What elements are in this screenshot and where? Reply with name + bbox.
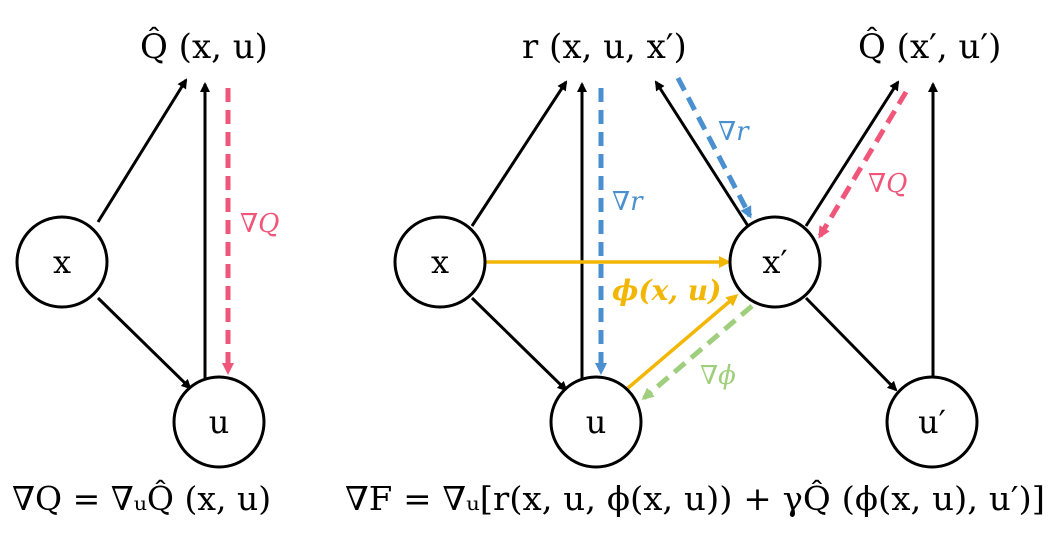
node-x-prime-label: x′ bbox=[762, 243, 787, 281]
node-u-prime-label: u′ bbox=[918, 403, 946, 441]
node-u-right bbox=[549, 375, 643, 469]
edge-xprime-to-uprime bbox=[804, 296, 898, 392]
grad-phi-arrow bbox=[641, 304, 754, 400]
right-diagram: r (x, u, x′) Q̂ (x′, u′) ϕ(x, u) ∇r ∇r ∇… bbox=[345, 26, 1045, 518]
r-term: r (x, u, x′) bbox=[522, 27, 687, 67]
node-u-left-label: u bbox=[209, 403, 230, 441]
node-u-prime bbox=[885, 375, 979, 469]
edge-x-to-u-left bbox=[96, 296, 192, 390]
node-u-left bbox=[172, 375, 266, 469]
node-u-right-label: u bbox=[586, 403, 607, 441]
edge-xprime-to-r bbox=[654, 80, 750, 227]
node-x-left-label: x bbox=[53, 243, 71, 281]
node-x-left bbox=[15, 215, 109, 309]
grad-r-vertical-label: ∇r bbox=[612, 187, 644, 217]
edge-xprime-to-q-right bbox=[804, 80, 900, 227]
equation-right: ∇F = ∇ᵤ[r(x, u, ϕ(x, u)) + γQ̂ (ϕ(x, u),… bbox=[345, 478, 1045, 518]
q-hat-left-term: Q̂ (x, u) bbox=[140, 26, 268, 67]
grad-q-right-label: ∇Q bbox=[868, 169, 907, 199]
equation-left: ∇Q = ∇ᵤQ̂ (x, u) bbox=[12, 478, 271, 518]
left-diagram: Q̂ (x, u) ∇Q x u ∇Q = ∇ᵤQ̂ (x, u) bbox=[12, 26, 279, 518]
node-x-prime bbox=[728, 215, 822, 309]
node-x-right bbox=[393, 215, 487, 309]
transition-u-to-xprime bbox=[626, 294, 739, 390]
q-hat-right-term: Q̂ (x′, u′) bbox=[858, 26, 1001, 67]
grad-q-left-label: ∇Q bbox=[240, 209, 279, 239]
edge-x-to-u-right bbox=[470, 296, 568, 392]
grad-q-right-arrow bbox=[817, 90, 909, 239]
edge-x-to-q-left bbox=[96, 78, 188, 223]
edge-x-to-r bbox=[470, 80, 568, 227]
node-x-right-label: x bbox=[431, 243, 449, 281]
grad-phi-label: ∇ϕ bbox=[700, 361, 736, 391]
phi-label: ϕ(x, u) bbox=[612, 274, 721, 307]
grad-r-diagonal-label: ∇r bbox=[718, 117, 750, 147]
grad-r-diagonal-arrow bbox=[675, 76, 753, 219]
